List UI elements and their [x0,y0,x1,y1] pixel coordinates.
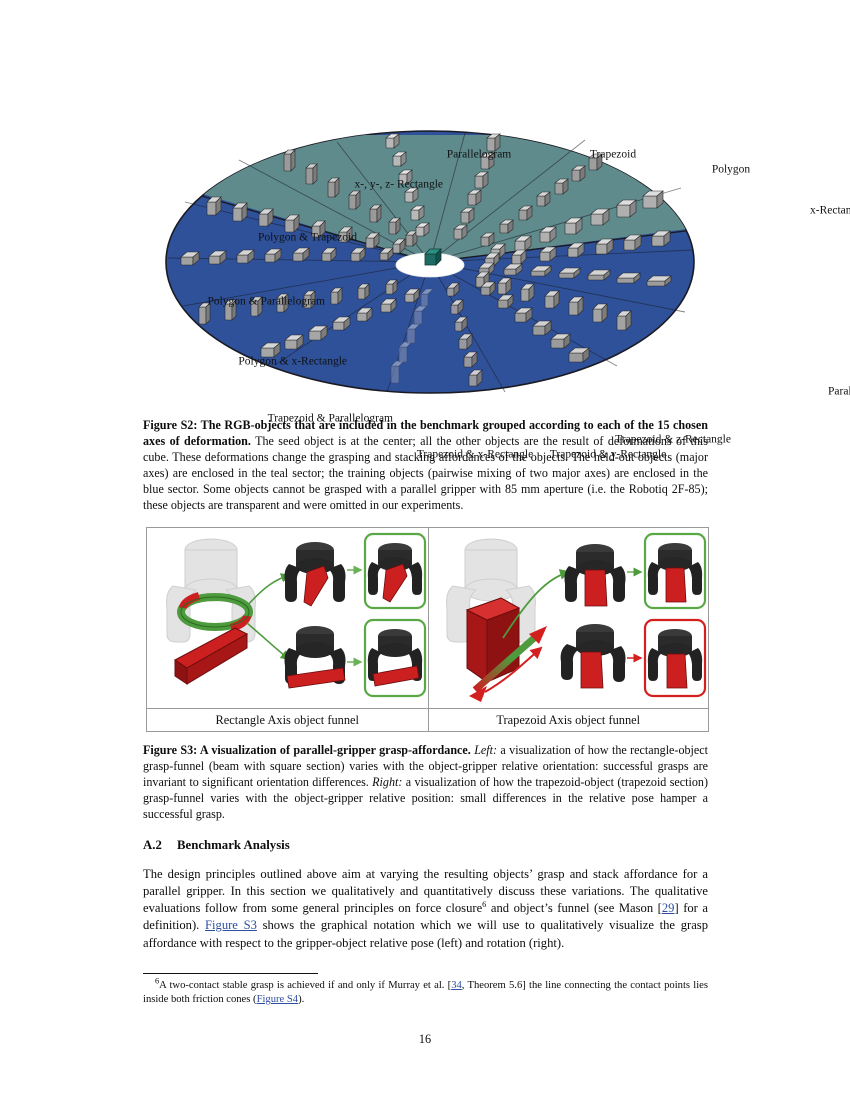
paragraph-text-part4: shows the graphical notation which we wi… [143,918,708,950]
figure-s3-caption: Figure S3: A visualization of parallel-g… [143,742,708,822]
trapezoid-funnel-canvas [429,528,709,708]
figure-s2: Parallelogram Trapezoid Polygon x-, y-, … [0,78,850,460]
figure-s2-caption-body: The seed object is at the center; all th… [143,434,708,513]
citation-34[interactable]: 34 [451,980,462,991]
figure-s3: Rectangle Axis object funnel [146,527,709,732]
figure-s3-panel-trapezoid: Trapezoid Axis object funnel [427,528,709,731]
funnel-arrowhead-lower [468,686,487,702]
figure-s3-caption-lead: Figure S3: A visualization of parallel-g… [143,743,471,757]
sector-label-parallelogram: Parallelogram [446,148,512,161]
figure-s4-reference-link[interactable]: Figure S4 [256,994,299,1006]
caption-right-italic: Right: [372,775,403,790]
sector-label-xyz-rectangle: x-, y-, z- Rectangle [354,178,443,191]
sector-label-trapezoid-zrect: Trapezoid & z-Rectangle [615,433,731,446]
rectangle-funnel-canvas [147,528,428,708]
sector-label-polygon-trapezoid: Polygon & Trapezoid [257,231,357,244]
funnel-gradient-arrow [472,629,543,693]
grasp-result-top [367,543,423,603]
result-box-failure [643,618,706,698]
paragraph-text-part1: The design principles outlined above aim… [143,867,708,916]
trapezoid-funnel-svg [445,532,706,702]
footnote-text-part3: ). [298,994,305,1006]
grasp-result-bottom [647,629,702,689]
trapezoid-object [465,597,520,683]
result-box-success [643,532,706,610]
grasp-result-bottom [367,629,423,687]
sector-dividers [167,132,694,393]
gripper-pose-top [564,544,625,607]
sector-label-trapezoid-yrect: Trapezoid & y-Rectangle [549,448,667,461]
gripper-pose-top [284,542,346,607]
gripper-pose-bottom [560,624,625,689]
sector-label-xrect-yrect: x-Rectangle & y-Rectangle [810,204,850,217]
success-direction-arrow [501,569,571,639]
caption-left-italic: Left: [474,743,498,757]
figure-s3-reference-link[interactable]: Figure S3 [205,918,257,933]
funnel-arrowhead-upper [528,626,547,644]
sector-label-polygon: Polygon [711,163,751,176]
radial-diagram-svg [165,130,695,394]
failure-direction-arrow [483,646,542,693]
figure-s2-caption: Figure S2: The RGB-objects that are incl… [143,417,708,513]
footnote-text-part2: , Theorem 5.6] the line connecting the c… [143,980,708,1006]
figure-s3-panel-rectangle: Rectangle Axis object funnel [147,528,428,731]
page-number: 16 [418,1032,432,1046]
section-paragraph: The design principles outlined above aim… [143,866,708,952]
gripper-pose-bottom [284,626,346,689]
sector-label-trapezoid: Trapezoid [589,148,637,161]
result-box-success-bottom [363,618,427,698]
radial-benchmark-diagram: Parallelogram Trapezoid Polygon x-, y-, … [165,130,850,460]
citation-29[interactable]: 29 [661,901,675,916]
caption-right-text: a visualization of how the trapezoid-obj… [143,775,708,822]
footnote-number: 6 [155,976,160,986]
grasp-result-top [647,543,702,603]
benchmark-objects [180,133,672,387]
rectangle-object [174,627,249,685]
figure-s2-caption-lead: Figure S2: The RGB-objects that are incl… [143,418,708,449]
section-heading: A.2 Benchmark Analysis [143,838,708,853]
sector-label-polygon-xrect: Polygon & x-Rectangle [238,355,347,368]
caption-left-text: a visualization of how the rectangle-obj… [143,743,709,790]
paragraph-text-part3: ] for a definition). [143,901,709,933]
footnote-separator [143,973,318,974]
sector-label-polygon-parallelogram: Polygon & Parallelogram [207,295,325,308]
footnote-marker-ref: 6 [482,900,487,910]
seed-object-cube [424,248,442,266]
rectangle-funnel-svg [166,532,427,698]
result-box-success-top [363,532,427,610]
paragraph-text-part2: and object’s funnel (see Mason [ [486,901,662,916]
section-number: A.2 [143,838,162,852]
sector-label-trapezoid-xrect: Trapezoid & x-Rectangle [416,448,534,461]
panel-title-trapezoid: Trapezoid Axis object funnel [428,708,708,731]
grasp-funnel-ring [177,592,253,632]
section-title: Benchmark Analysis [177,838,290,852]
sector-label-parallelogram-xrect: Parallelogram & x-Rectangle [828,385,850,398]
sector-label-trapezoid-parallelogram: Trapezoid & Parallelogram [267,412,393,425]
panel-title-rectangle: Rectangle Axis object funnel [147,708,428,731]
footnote: 6A two-contact stable grasp is achieved … [143,976,708,1007]
footnote-text-part1: A two-contact stable grasp is achieved i… [159,980,452,991]
